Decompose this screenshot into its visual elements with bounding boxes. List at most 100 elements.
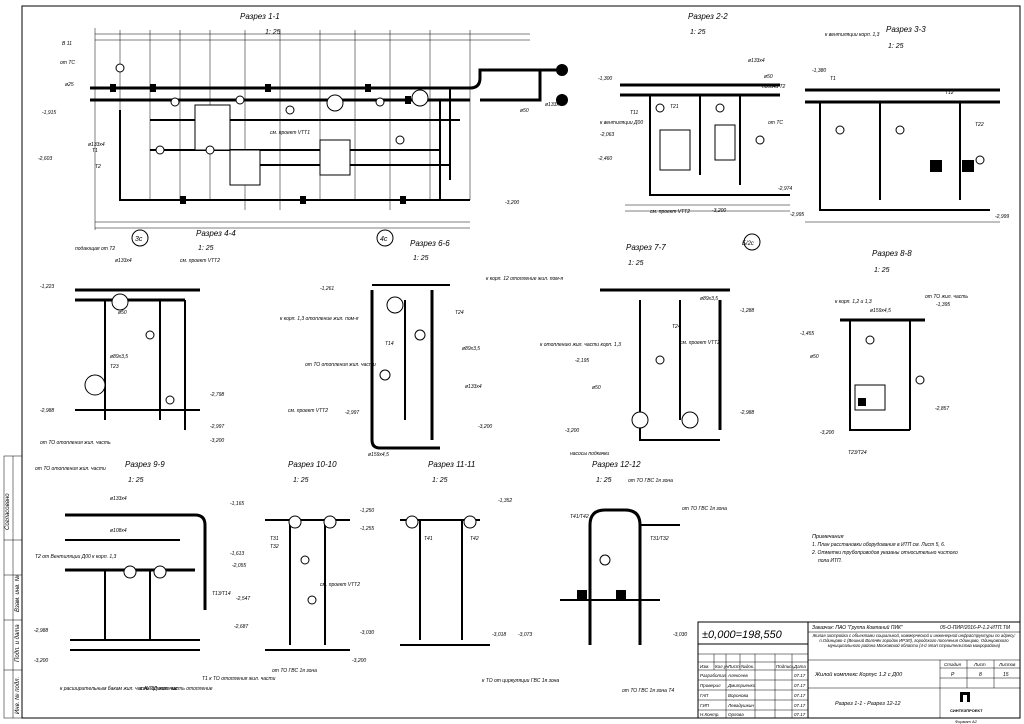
section-1-1-title: Разрез 1-1 — [240, 12, 280, 21]
sheet-value: 8 — [979, 672, 982, 678]
role-0: Разработал — [700, 673, 727, 678]
level-2988-s99: -2,988 — [34, 628, 48, 634]
s66-t24: Т24 — [455, 310, 464, 316]
level-2798: -2,798 — [210, 392, 224, 398]
side-inv1: Взам. инв. № — [14, 574, 21, 612]
s33-t22: Т22 — [975, 122, 984, 128]
level-2997-s66: -2,997 — [345, 410, 359, 416]
level-1915: -1,915 — [42, 110, 56, 116]
section-12-12: Разрез 12-12 1: 25 -3,030 от ТО ГВС 1я з… — [560, 460, 727, 694]
level-2857: -2,857 — [935, 406, 949, 412]
stamp-object: Жилая застройка с объектами социальной, … — [812, 633, 1016, 648]
s77-t24: Т24 — [672, 324, 681, 330]
s77-d89: ø89x3,5 — [700, 296, 718, 302]
section-6-6-title: Разрез 6-6 — [410, 239, 450, 248]
level-1250: -1,250 — [360, 508, 374, 514]
level-1165: -1,165 — [230, 501, 244, 507]
col-kol: Кол.уч — [715, 664, 729, 669]
section-10-10-title: Разрез 10-10 — [288, 460, 337, 469]
date-2: 07.17 — [794, 693, 806, 698]
s22-d133: ø133x4 — [748, 58, 765, 64]
level-2687: -2,687 — [234, 624, 248, 630]
level-2999: -2,999 — [995, 214, 1009, 220]
s99-d133: ø133x4 — [110, 496, 127, 502]
col-podp: Подпись — [776, 664, 794, 669]
s1111-t42: Т42 — [470, 536, 479, 542]
s33-t12: Т12 — [945, 90, 954, 96]
sheets-header: Листов — [998, 662, 1016, 667]
s11-d133: ø133x4 — [88, 142, 105, 148]
axis-4c: 4с — [380, 236, 388, 243]
level-1261: -1,261 — [320, 286, 334, 292]
section-6-6: Разрез 6-6 1: 25 -1,261 -2,997 -3,200 к … — [280, 239, 563, 458]
section-3-3: Разрез 3-3 1: 25 -1,380 -2,999 к вентиля… — [805, 25, 1009, 223]
s44-d89: ø89x3,5 — [110, 354, 128, 360]
section-12-12-title: Разрез 12-12 — [592, 460, 641, 469]
level-2988-s77: -2,988 — [740, 410, 754, 416]
level-2547: -2,547 — [236, 596, 250, 602]
level-3200-s99: -3,200 — [34, 658, 48, 664]
section-4-4: Разрез 4-4 1: 25 -1,223 -2,798 -2,988 -2… — [40, 229, 236, 446]
s66-ot: от ТО отопления жил. части — [305, 362, 376, 368]
s1111-t41: Т41 — [424, 536, 433, 542]
level-1223: -1,223 — [40, 284, 54, 290]
section-4-4-title: Разрез 4-4 — [196, 229, 236, 238]
section-11-11-title: Разрез 11-11 — [428, 460, 475, 469]
s44-pod: подающая от Т2 — [75, 246, 115, 252]
section-10-10-scale: 1: 25 — [293, 477, 309, 484]
name-0: Алексеев — [727, 673, 748, 678]
format-label: Формат А2 — [955, 719, 978, 724]
s1212-t: Т41/Т42 — [570, 514, 589, 520]
s1212-t2: Т31/Т32 — [650, 536, 669, 542]
side-podp: Подп. и дата — [15, 624, 21, 662]
col-izm: Изм. — [700, 664, 710, 669]
title-block: Изм. Кол.уч Лист №док. Подпись Дата Разр… — [697, 621, 1021, 719]
s1212-ot1: от ТО ГВС 1я зона — [628, 478, 673, 484]
s88-ot: от ТО жил. часть — [925, 294, 968, 300]
s44-d133: ø133x4 — [115, 258, 132, 264]
s33-t1: Т1 — [830, 76, 836, 82]
section-9-9-title: Разрез 9-9 — [125, 460, 165, 469]
s1010-vtt: см. проект VTT2 — [320, 582, 360, 588]
s66-vtt: см. проект VTT2 — [288, 408, 328, 414]
s88-d159: ø159x4,5 — [870, 308, 891, 314]
s44-d50: ø50 — [118, 310, 127, 316]
section-2-2-title: Разрез 2-2 — [688, 12, 728, 21]
level-1300: -1,300 — [598, 76, 612, 82]
section-11-11-scale: 1: 25 — [432, 477, 448, 484]
level-3030: -3,030 — [360, 630, 374, 636]
notes: Примечания 1. План расстановки оборудова… — [811, 534, 958, 564]
s22-vent: к вентиляции Д00 — [600, 120, 643, 126]
section-8-8: Разрез 8-8 1: 25 -1,395 -1,455 -2,857 -3… — [800, 249, 968, 456]
level-2063: -2,063 — [600, 132, 614, 138]
s11-vtt: см. проект VTT1 — [270, 130, 310, 136]
s66-t14: Т14 — [385, 341, 394, 347]
col-list: Лист — [727, 664, 740, 669]
s99-d108: ø108x4 — [110, 528, 127, 534]
name-1: Дмитриенко — [727, 683, 756, 688]
s99-ot: от ТО отопления жил. части — [35, 466, 106, 472]
level-3200-s22: -3,200 — [712, 208, 726, 214]
s1212-ot2: от ТО ГВС 1я зона — [682, 506, 727, 512]
s66-d89: ø89x3,5 — [462, 346, 480, 352]
name-2: Воронова — [728, 693, 749, 698]
section-9-9-scale: 1: 25 — [128, 477, 144, 484]
s99-t13: Т13/Т14 — [212, 591, 231, 597]
stamp-sheet-title: Разрез 1-1 - Разрез 12-12 — [835, 701, 901, 707]
stage-value: Р — [951, 672, 955, 678]
level-3200-s66: -3,200 — [478, 424, 492, 430]
axis-b2c: Б/2с — [742, 241, 754, 247]
section-3-3-title: Разрез 3-3 — [886, 25, 926, 34]
s11-d133b: ø133x4 — [545, 102, 562, 108]
level-2055: -2,055 — [232, 563, 246, 569]
name-4: Орлова — [728, 712, 744, 717]
section-8-8-title: Разрез 8-8 — [872, 249, 912, 258]
s66-d133: ø133x4 — [465, 384, 482, 390]
s1212-ot3: от ТО ГВС 1я зона Т4 — [622, 688, 674, 694]
level-3073: -3,073 — [518, 632, 532, 638]
section-4-4-scale: 1: 25 — [198, 245, 214, 252]
section-6-6-scale: 1: 25 — [413, 255, 429, 262]
company-name: СИНТЕЗПРОЕКТ — [950, 708, 983, 713]
s1010-t32: Т32 — [270, 544, 279, 550]
level-1352: -1,352 — [498, 498, 512, 504]
